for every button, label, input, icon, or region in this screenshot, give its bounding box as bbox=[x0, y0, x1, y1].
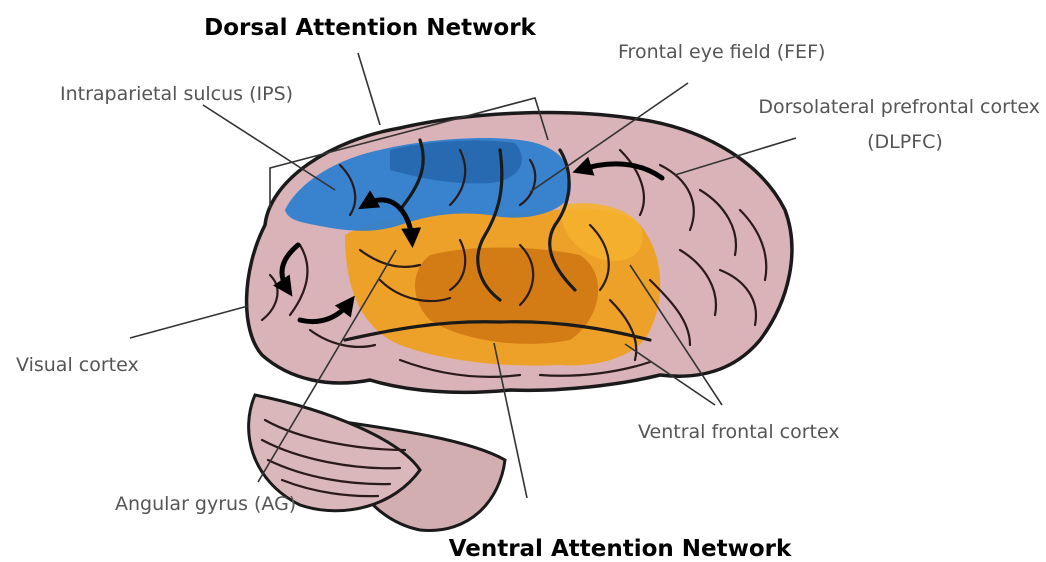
label-visual-cortex: Visual cortex bbox=[16, 354, 139, 376]
ventral-network-title: Ventral Attention Network bbox=[449, 536, 792, 562]
label-ips: Intraparietal sulcus (IPS) bbox=[60, 83, 293, 105]
label-ventral-frontal-cortex: Ventral frontal cortex bbox=[638, 421, 840, 443]
dorsal-network-title: Dorsal Attention Network bbox=[204, 15, 536, 41]
label-fef: Frontal eye field (FEF) bbox=[618, 41, 825, 63]
label-dlpfc-line1: Dorsolateral prefrontal cortex bbox=[758, 96, 1040, 118]
label-dlpfc-line2: (DLPFC) bbox=[867, 131, 943, 153]
label-angular-gyrus: Angular gyrus (AG) bbox=[115, 493, 296, 515]
